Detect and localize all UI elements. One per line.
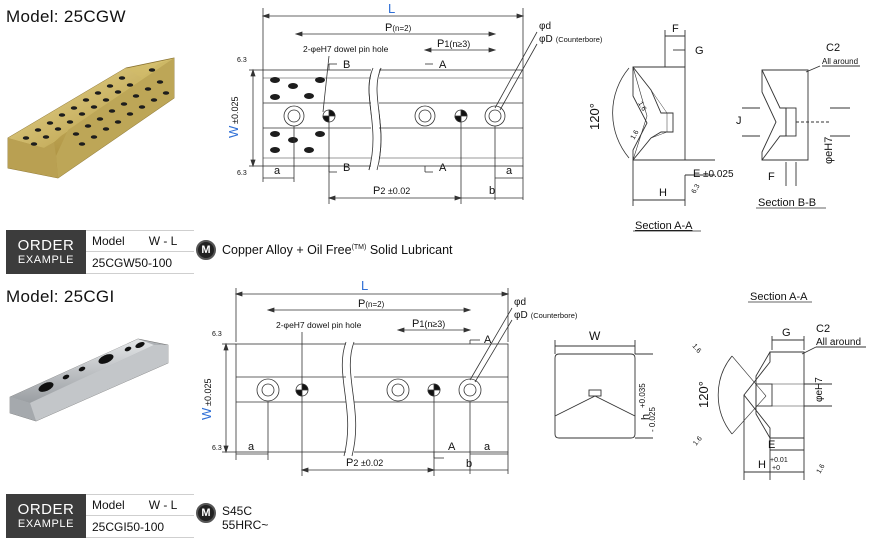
section-aa-label-2: Section A-A bbox=[750, 291, 808, 303]
svg-text:G: G bbox=[695, 45, 704, 57]
section-bb-25cgw: C2 All around J φeH7 F Section B-B bbox=[736, 42, 860, 209]
svg-text:All around: All around bbox=[822, 57, 858, 66]
svg-text:E: E bbox=[693, 168, 700, 180]
svg-text:E: E bbox=[768, 439, 775, 451]
material-badge-2: M bbox=[196, 503, 216, 523]
svg-text:±0.025: ±0.025 bbox=[703, 169, 734, 180]
svg-text:A: A bbox=[439, 59, 447, 71]
order-code: 25CGW50-100 bbox=[92, 255, 173, 270]
svg-text:6.3: 6.3 bbox=[237, 57, 247, 64]
order-code: 25CGI50-100 bbox=[92, 519, 165, 534]
svg-text:A: A bbox=[439, 162, 447, 174]
svg-text:2-φeH7 dowel pin hole: 2-φeH7 dowel pin hole bbox=[303, 44, 389, 54]
svg-text:P2 ±0.02: P2 ±0.02 bbox=[373, 185, 410, 197]
order-example-label: ORDER EXAMPLE bbox=[6, 494, 86, 538]
order-example-label: ORDER EXAMPLE bbox=[6, 230, 86, 274]
svg-text:C2: C2 bbox=[826, 42, 840, 54]
svg-text:φeH7: φeH7 bbox=[814, 377, 825, 402]
svg-text:- 0.025: - 0.025 bbox=[648, 407, 657, 432]
svg-text:φD(Counterbore): φD(Counterbore) bbox=[539, 34, 603, 45]
svg-text:W: W bbox=[226, 125, 241, 138]
svg-text:φeH7: φeH7 bbox=[823, 137, 835, 164]
svg-text:G: G bbox=[782, 327, 791, 339]
svg-text:b: b bbox=[466, 458, 472, 470]
section-aa-25cgi: Section A-A 120° 1.6 1.6 G C2 All around… bbox=[690, 291, 866, 480]
end-view-25cgi: W h - 0.025 +0.035 bbox=[554, 329, 657, 439]
svg-text:+0.035: +0.035 bbox=[638, 383, 647, 408]
svg-text:1.6: 1.6 bbox=[692, 435, 704, 447]
svg-text:All around: All around bbox=[816, 337, 861, 348]
svg-text:P(n=2): P(n=2) bbox=[358, 298, 385, 310]
svg-text:P2 ±0.02: P2 ±0.02 bbox=[346, 457, 383, 469]
svg-text:P1(n≥3): P1(n≥3) bbox=[437, 38, 470, 50]
svg-text:1.6: 1.6 bbox=[636, 101, 647, 113]
svg-text:a: a bbox=[484, 441, 491, 453]
svg-text:b: b bbox=[489, 185, 495, 197]
svg-text:120°: 120° bbox=[587, 103, 602, 130]
svg-text:A: A bbox=[448, 441, 456, 453]
svg-text:J: J bbox=[736, 115, 742, 127]
dim-L: L bbox=[388, 1, 395, 16]
svg-text:a: a bbox=[248, 441, 255, 453]
svg-text:+0.01: +0.01 bbox=[770, 457, 788, 464]
svg-text:φd: φd bbox=[514, 297, 526, 308]
section-aa-25cgw: 120° 1.6 1.6 F G E ±0.025 H 6.3 Section … bbox=[587, 23, 734, 232]
material-spec-1: Copper Alloy + Oil Free(TM) Solid Lubric… bbox=[222, 243, 453, 257]
material-spec-2: S45C 55HRC~ bbox=[222, 504, 269, 532]
svg-text:C2: C2 bbox=[816, 323, 830, 335]
section-aa-label-1: Section A-A bbox=[635, 220, 693, 232]
svg-text:φD(Counterbore): φD(Counterbore) bbox=[514, 310, 578, 321]
svg-text:B: B bbox=[343, 59, 350, 71]
svg-text:1.6: 1.6 bbox=[630, 129, 641, 141]
svg-text:6.3: 6.3 bbox=[691, 183, 702, 195]
svg-text:120°: 120° bbox=[696, 381, 711, 408]
svg-text:6.3: 6.3 bbox=[212, 445, 222, 452]
section-bb-label: Section B-B bbox=[758, 197, 816, 209]
svg-text:1.6: 1.6 bbox=[690, 343, 702, 355]
model-title-25cgi: Model: 25CGI bbox=[6, 287, 115, 306]
svg-text:W: W bbox=[589, 329, 601, 343]
svg-text:±0.025: ±0.025 bbox=[203, 379, 213, 406]
drawing-25cgw-plan: L P(n=2) P1(n≥3) φd φD(Counterbore) 2-φe… bbox=[226, 1, 603, 204]
svg-text:H: H bbox=[659, 187, 667, 199]
svg-text:L: L bbox=[361, 280, 368, 293]
svg-text:6.3: 6.3 bbox=[212, 331, 222, 338]
product-image-25cgi bbox=[9, 338, 169, 422]
svg-text:h: h bbox=[640, 414, 652, 420]
svg-text:P1(n≥3): P1(n≥3) bbox=[412, 318, 445, 330]
svg-text:A: A bbox=[484, 334, 492, 346]
svg-text:F: F bbox=[768, 171, 775, 183]
svg-text:φd: φd bbox=[539, 21, 551, 32]
svg-text:±0.025: ±0.025 bbox=[230, 97, 240, 124]
svg-text:6.3: 6.3 bbox=[237, 170, 247, 177]
svg-text:B: B bbox=[343, 162, 350, 174]
material-badge-1: M bbox=[196, 240, 216, 260]
svg-text:P(n=2): P(n=2) bbox=[385, 22, 412, 34]
svg-text:F: F bbox=[672, 23, 679, 35]
model-title-25cgw: Model: 25CGW bbox=[6, 7, 126, 26]
product-image-25cgw bbox=[7, 57, 175, 179]
svg-text:2-φeH7 dowel pin hole: 2-φeH7 dowel pin hole bbox=[276, 320, 362, 330]
svg-text:H: H bbox=[758, 459, 766, 471]
drawing-25cgi-plan: L P(n=2) P1(n≥3) φd φD(Counterbore) 2-φe… bbox=[199, 280, 578, 476]
svg-text:a: a bbox=[274, 165, 281, 177]
svg-text:a: a bbox=[506, 165, 513, 177]
svg-text:W: W bbox=[199, 407, 214, 420]
svg-text:1.6: 1.6 bbox=[816, 463, 827, 475]
svg-text:+0: +0 bbox=[772, 465, 780, 472]
